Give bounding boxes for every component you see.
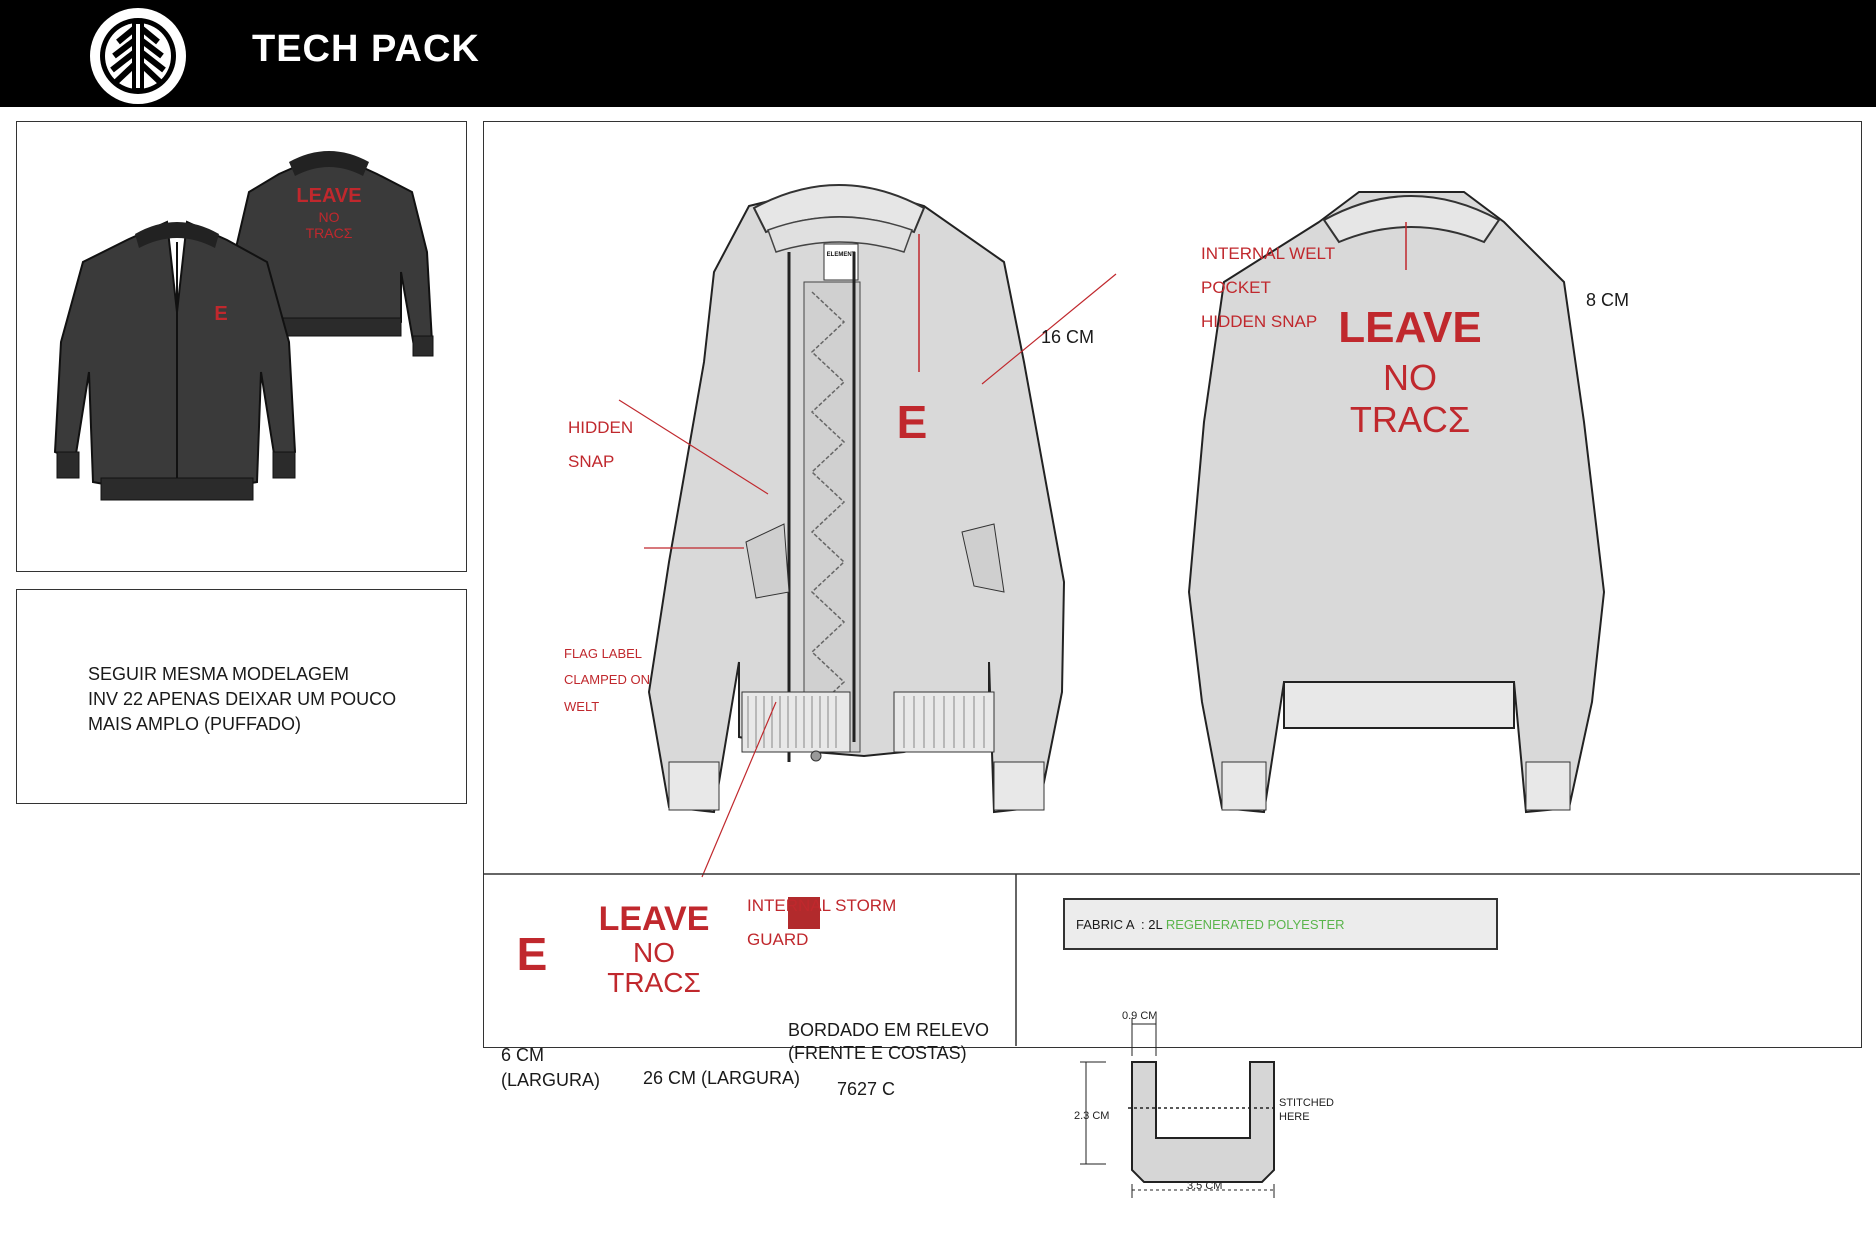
brand-tag: [823, 243, 859, 281]
callout-guard: GUARD: [747, 930, 809, 949]
front-jacket-sketch: ELEMENT E: [647, 184, 1066, 814]
back-jacket-sketch: LEAVE NO TRACΣ: [1187, 191, 1606, 814]
thumb-back-no-text: NO: [319, 209, 340, 225]
welt-stitched: STITCHED: [1279, 1097, 1334, 1109]
artwork-e-logo: E: [517, 928, 548, 980]
callout-welt: WELT: [564, 699, 600, 714]
artwork-logo-size: 6 CM: [501, 1045, 545, 1065]
callout-snap: SNAP: [568, 452, 615, 471]
header-bar: TECH PACK: [0, 0, 1876, 107]
thumb-front-jacket: E: [53, 220, 297, 501]
dark-jacket-thumbnails: LEAVE NO TRACΣ E: [53, 150, 434, 501]
thumbnail-panel: LEAVE NO TRACΣ E: [16, 121, 467, 572]
page-title: TECH PACK: [252, 28, 480, 70]
thumb-back-jacket: LEAVE NO TRACΣ: [228, 150, 434, 357]
welt-width-top: 0.9 CM: [1122, 1010, 1158, 1022]
thumb-back-leave-text: LEAVE: [296, 185, 361, 207]
fabric-value: REGENERATED POLYESTER: [1165, 917, 1345, 932]
notes-panel: SEGUIR MESMA MODELAGEM INV 22 APENAS DEI…: [16, 589, 467, 804]
welt-width-bottom: 3.5 CM: [1187, 1180, 1223, 1192]
callout-internal-welt: INTERNAL WELT: [1201, 244, 1336, 263]
artwork-graphic-size: 26 CM (LARGURA): [643, 1068, 801, 1088]
callout-flag-label: FLAG LABEL: [564, 646, 643, 661]
flat-sketches: ELEMENT E LEAV: [484, 184, 1860, 1046]
welt-height: 2.3 CM: [1074, 1110, 1110, 1122]
fabric-box: FABRIC A : 2L REGENERATED POLYESTER: [1063, 898, 1498, 950]
measure-8cm: 8 CM: [1586, 290, 1630, 310]
notes-text: SEGUIR MESMA MODELAGEM INV 22 APENAS DEI…: [88, 662, 396, 737]
note-line: SEGUIR MESMA MODELAGEM: [88, 664, 350, 684]
artwork-no-text: NO: [633, 937, 675, 968]
thumb-back-trace-text: TRACΣ: [306, 225, 353, 241]
back-hem: [1283, 681, 1515, 729]
brand-tag-text: ELEMENT: [827, 252, 856, 258]
color-swatch: [788, 897, 820, 929]
callout-internal-storm: INTERNAL STORM: [747, 896, 897, 915]
welt-dimension-diagram: [1080, 1018, 1278, 1198]
fabric-label: FABRIC A : 2L: [1076, 917, 1166, 932]
fabric-spec: FABRIC A : 2L REGENERATED POLYESTER: [1076, 917, 1345, 932]
welt-here: HERE: [1279, 1111, 1310, 1123]
thumb-front-e-logo: E: [214, 303, 227, 325]
embroidery-placement: (FRENTE E COSTAS): [788, 1043, 967, 1063]
artwork-logo-size-note: (LARGURA): [501, 1070, 601, 1090]
element-tree-logo-icon: [90, 8, 186, 104]
note-line: INV 22 APENAS DEIXAR UM POUCO: [88, 689, 397, 709]
callout-pocket: POCKET: [1201, 278, 1271, 297]
callout-hidden: HIDDEN: [568, 418, 634, 437]
back-leave-text: LEAVE: [1338, 303, 1481, 352]
front-e-logo: E: [897, 396, 928, 448]
sketch-panel: ELEMENT E LEAV: [483, 121, 1862, 1099]
artwork-trace-text: TRACΣ: [607, 967, 701, 998]
note-line: MAIS AMPLO (PUFFADO): [88, 714, 302, 734]
color-code: 7627 C: [837, 1079, 896, 1099]
callout-leaders: [618, 273, 1117, 878]
measure-16cm: 16 CM: [1041, 327, 1095, 347]
artwork-leave-text: LEAVE: [599, 900, 710, 938]
callout-clamped-on: CLAMPED ON: [564, 672, 650, 687]
embroidery-method: BORDADO EM RELEVO: [788, 1020, 990, 1040]
back-trace-text: TRACΣ: [1350, 399, 1470, 440]
callout-hidden-snap-right: HIDDEN SNAP: [1201, 312, 1318, 331]
back-no-text: NO: [1383, 357, 1437, 398]
